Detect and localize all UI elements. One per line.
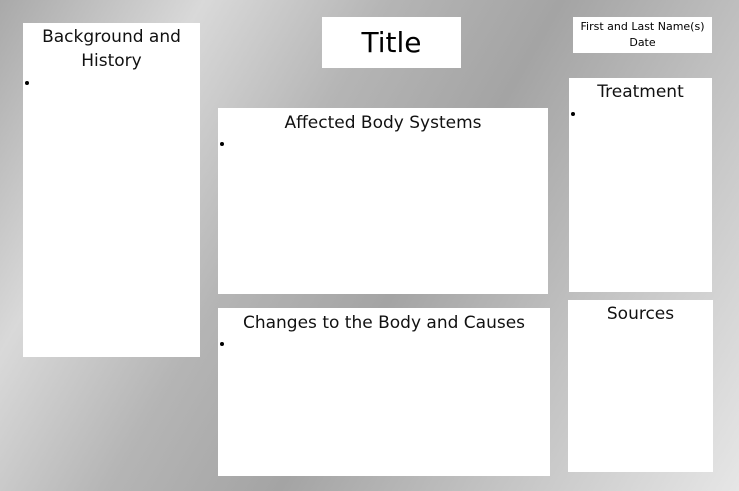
sources-heading: Sources	[606, 304, 675, 324]
poster-date: Date	[629, 36, 656, 49]
bullet-point	[571, 112, 575, 116]
background-history-heading: Background and History	[23, 23, 200, 73]
background-history-heading-line2: History	[81, 51, 142, 71]
affected-systems-heading: Affected Body Systems	[284, 113, 482, 133]
affected-systems-panel: Affected Body Systems	[218, 108, 548, 294]
bullet-point	[25, 81, 29, 85]
author-names: First and Last Name(s)	[580, 20, 705, 33]
author-box: First and Last Name(s) Date	[573, 17, 712, 53]
treatment-panel: Treatment	[569, 78, 712, 292]
title-box: Title	[322, 17, 461, 68]
bullet-point	[220, 342, 224, 346]
treatment-heading: Treatment	[597, 82, 684, 102]
sources-panel: Sources	[568, 300, 713, 472]
poster-title: Title	[361, 26, 422, 59]
changes-causes-heading: Changes to the Body and Causes	[242, 313, 526, 333]
background-history-heading-line1: Background and	[42, 27, 181, 47]
changes-causes-panel: Changes to the Body and Causes	[218, 308, 550, 476]
background-history-panel: Background and History	[23, 23, 200, 357]
bullet-point	[220, 142, 224, 146]
